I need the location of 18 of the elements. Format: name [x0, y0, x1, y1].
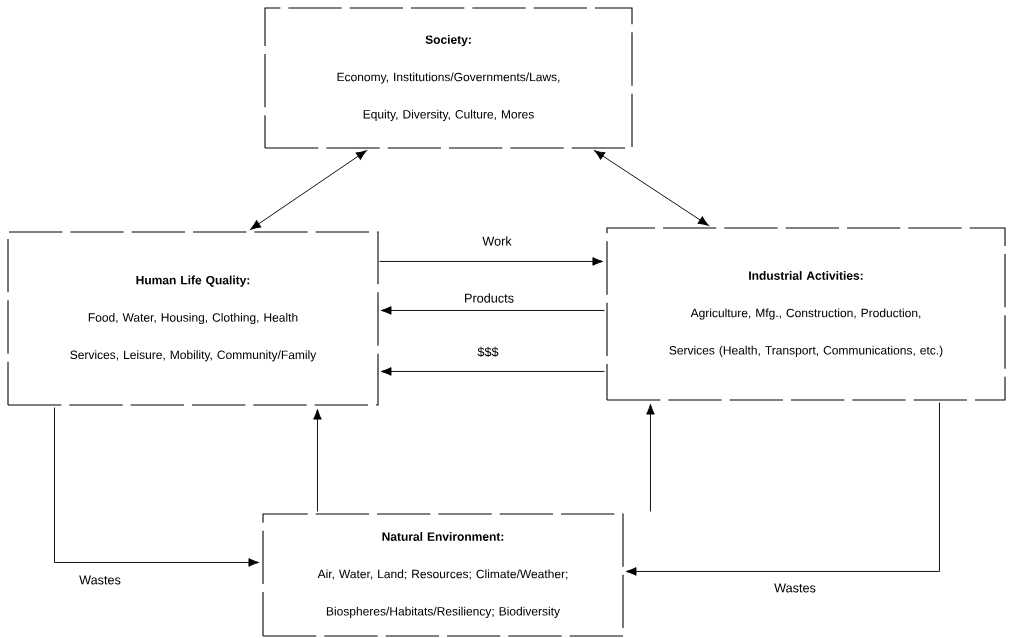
- arrow: [625, 402, 940, 576]
- arrow: [313, 408, 322, 512]
- arrow: [594, 150, 709, 226]
- arrow: [646, 403, 655, 512]
- arrow: [54, 407, 260, 567]
- arrow: [379, 257, 604, 266]
- edge-label: Wastes: [77, 574, 123, 586]
- edge-label: Wastes: [772, 582, 818, 594]
- arrow: [380, 306, 605, 315]
- box: Industrial Activities: Agriculture, Mfg., Construction, Production, Services (Health, Transport, Communications, etc.): [606, 227, 1006, 401]
- arrow: [380, 367, 605, 376]
- edge-label: Work: [481, 235, 513, 247]
- box: Society: Economy, Institutions/Governments/Laws, Equity, Diversity, Culture, Mores: [264, 7, 633, 149]
- box: Human Life Quality: Food, Water, Housing, Clothing, Health Services, Leisure, Mobility, Community/Family: [7, 231, 379, 406]
- arrow: [250, 150, 367, 230]
- box: Natural Environment: Air, Water, Land; Resources; Climate/Weather; Biospheres/Habitats/Resiliency; Biodiversity: [262, 513, 624, 637]
- edge-label: Products: [462, 292, 516, 304]
- edge-label: $$$: [476, 345, 500, 359]
